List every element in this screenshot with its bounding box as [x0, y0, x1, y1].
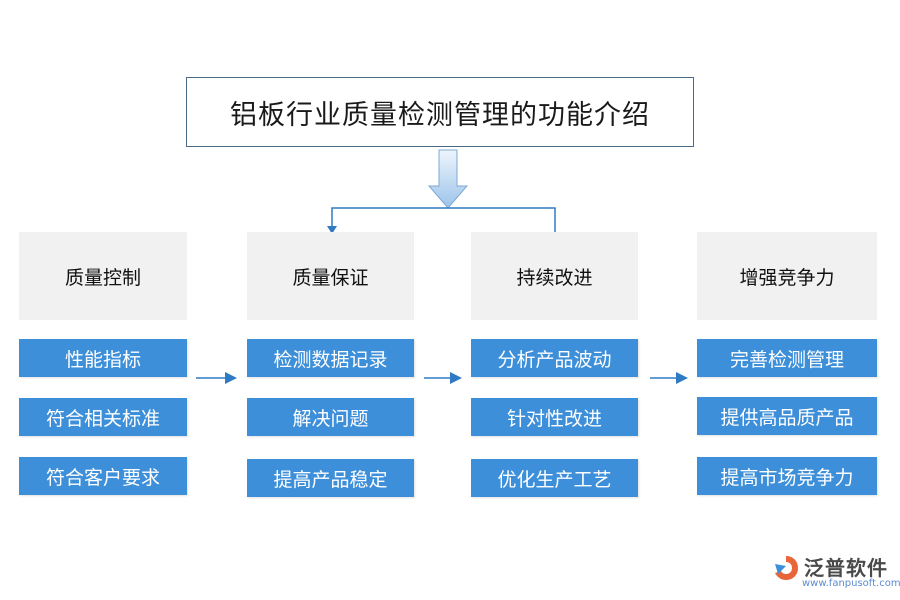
item-box: 优化生产工艺 — [471, 459, 638, 497]
diagram-title: 铝板行业质量检测管理的功能介绍 — [186, 77, 694, 147]
logo-url: www.fanpusoft.com — [802, 578, 900, 589]
item-box: 性能指标 — [19, 339, 187, 377]
item-box: 完善检测管理 — [697, 339, 877, 377]
item-box: 符合客户要求 — [19, 457, 187, 495]
bracket-connector — [331, 207, 556, 232]
column-header-quality-control: 质量控制 — [19, 232, 187, 320]
logo-name: 泛普软件 — [804, 556, 888, 580]
item-box: 检测数据记录 — [247, 339, 414, 377]
item-box: 针对性改进 — [471, 398, 638, 436]
item-box: 提高市场竞争力 — [697, 457, 877, 495]
item-box: 提高产品稳定 — [247, 459, 414, 497]
column-header-enhance-competitiveness: 增强竞争力 — [697, 232, 877, 320]
item-box: 符合相关标准 — [19, 398, 187, 436]
logo-mark-icon — [775, 556, 798, 580]
item-box: 提供高品质产品 — [697, 397, 877, 435]
down-arrow-icon — [427, 149, 469, 209]
item-box: 分析产品波动 — [471, 339, 638, 377]
column-header-continuous-improvement: 持续改进 — [471, 232, 638, 320]
fanpu-logo: 泛普软件 www.fanpusoft.com — [772, 552, 900, 592]
item-box: 解决问题 — [247, 398, 414, 436]
column-header-quality-assurance: 质量保证 — [247, 232, 414, 320]
bracket-arrow-icon — [327, 226, 337, 234]
